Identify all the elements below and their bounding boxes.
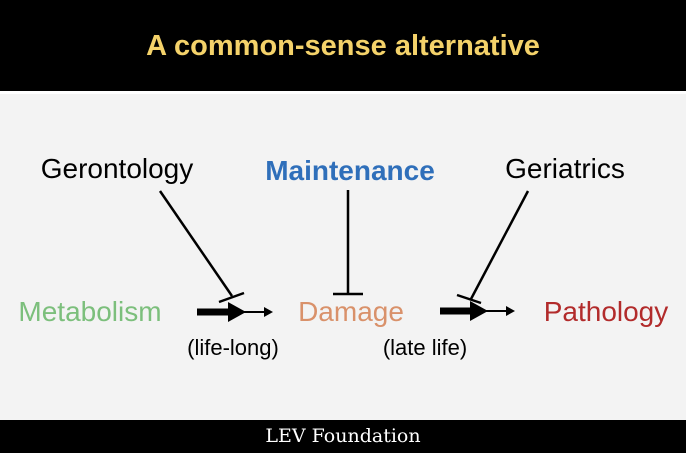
damage-label: Damage	[298, 296, 404, 327]
divider	[0, 91, 686, 94]
maintenance-label: Maintenance	[265, 155, 435, 186]
metabolism-label: Metabolism	[18, 296, 161, 327]
maintenance-inhibition	[333, 190, 363, 296]
late-life-label: (late life)	[383, 335, 467, 360]
geriatrics-label: Geriatrics	[505, 153, 625, 184]
gerontology-label: Gerontology	[41, 153, 194, 184]
life-long-label: (life-long)	[187, 335, 279, 360]
title-bar: A common-sense alternative	[0, 0, 686, 89]
gerontology-inhibition	[158, 190, 245, 304]
footer: LEV Foundation	[0, 420, 686, 453]
geriatrics-inhibition	[456, 190, 530, 305]
arrow-metabolism-to-damage	[197, 302, 273, 322]
pathology-label: Pathology	[544, 296, 669, 327]
arrow-damage-to-pathology	[440, 301, 515, 321]
slide-title: A common-sense alternative	[146, 30, 540, 62]
slide-body	[0, 94, 686, 420]
